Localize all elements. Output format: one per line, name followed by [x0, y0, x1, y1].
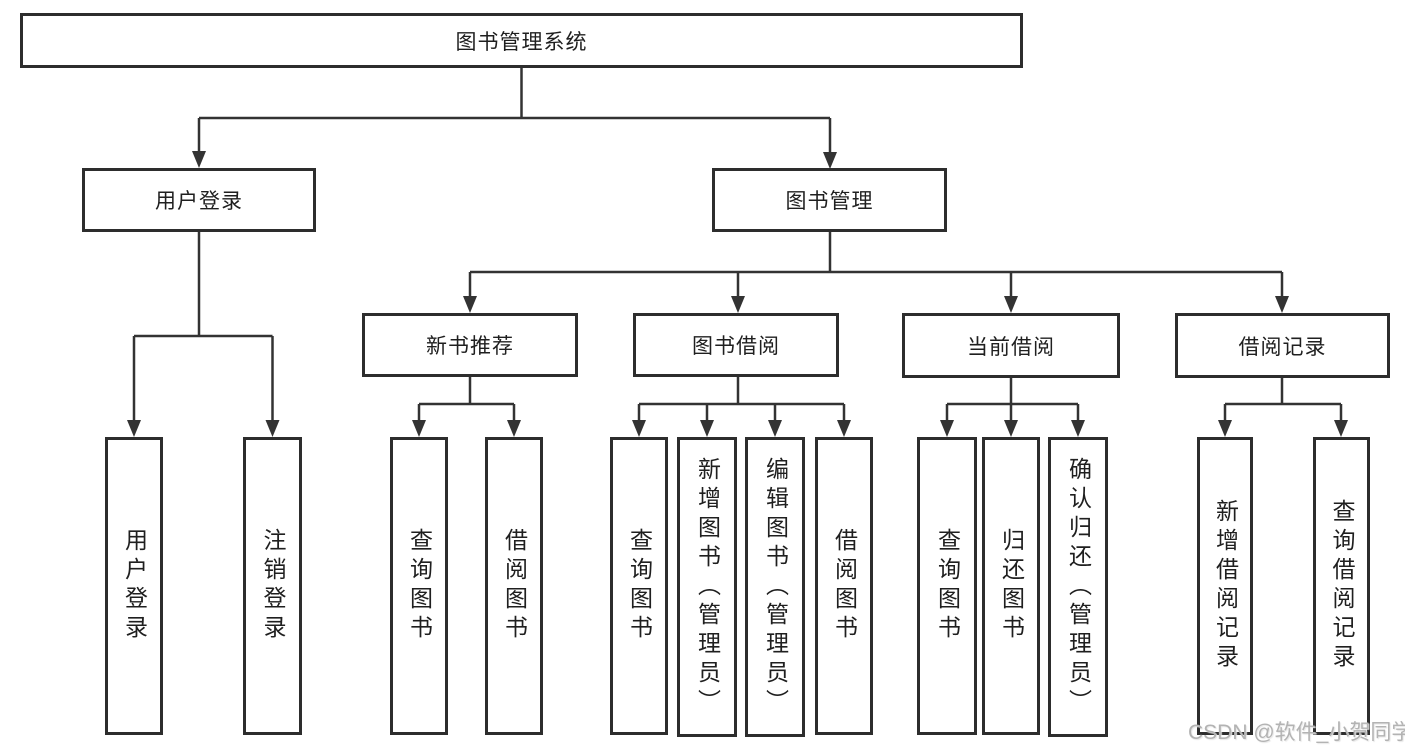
node-user-login-label: 用户登录: [155, 190, 243, 213]
leaf-add-borrow-record-label: 新增借阅记录: [1212, 499, 1239, 673]
leaf-query-books-current: 查询图书: [917, 437, 977, 735]
arrowhead: [768, 420, 782, 437]
node-book-management: 图书管理: [712, 168, 947, 232]
leaf-return-books-label: 归还图书: [998, 528, 1025, 644]
arrowhead: [1004, 420, 1018, 437]
arrowhead: [192, 151, 206, 168]
leaf-confirm-return-admin: 确认归还（管理员）: [1048, 437, 1108, 737]
leaf-user-login-label: 用户登录: [121, 528, 148, 644]
arrowhead: [940, 420, 954, 437]
node-new-book-recommend: 新书推荐: [362, 313, 578, 377]
leaf-query-books-recommend: 查询图书: [390, 437, 448, 735]
leaf-borrow-books-label: 借阅图书: [831, 528, 858, 644]
arrowhead: [1218, 420, 1232, 437]
arrowhead: [507, 420, 521, 437]
leaf-query-borrow-record: 查询借阅记录: [1313, 437, 1370, 735]
arrowhead: [412, 420, 426, 437]
arrowhead: [632, 420, 646, 437]
arrowhead: [1275, 296, 1289, 313]
arrowhead: [731, 296, 745, 313]
leaf-confirm-return-admin-label: 确认归还（管理员）: [1065, 456, 1092, 718]
arrowhead: [823, 152, 837, 169]
arrowhead: [265, 420, 280, 437]
arrowhead: [837, 420, 851, 437]
leaf-return-books: 归还图书: [982, 437, 1040, 735]
leaf-add-book-admin-label: 新增图书（管理员）: [694, 456, 721, 718]
node-user-login: 用户登录: [82, 168, 316, 232]
leaf-borrow-books-recommend: 借阅图书: [485, 437, 543, 735]
node-book-borrow: 图书借阅: [633, 313, 839, 377]
leaf-borrow-books: 借阅图书: [815, 437, 873, 735]
node-book-borrow-label: 图书借阅: [692, 335, 780, 358]
node-current-borrow: 当前借阅: [902, 313, 1120, 378]
arrowhead: [463, 296, 477, 313]
arrowhead: [700, 420, 714, 437]
leaf-user-login: 用户登录: [105, 437, 163, 735]
node-root: 图书管理系统: [20, 13, 1023, 68]
node-current-borrow-label: 当前借阅: [967, 335, 1055, 359]
leaf-edit-book-admin: 编辑图书（管理员）: [745, 437, 805, 737]
node-borrow-records-label: 借阅记录: [1238, 335, 1327, 359]
leaf-add-borrow-record: 新增借阅记录: [1197, 437, 1253, 735]
leaf-logout-label: 注销登录: [260, 528, 286, 644]
leaf-add-book-admin: 新增图书（管理员）: [677, 437, 737, 737]
node-root-label: 图书管理系统: [455, 30, 588, 54]
node-new-book-recommend-label: 新书推荐: [426, 335, 514, 358]
arrowhead: [1334, 420, 1348, 437]
node-book-management-label: 图书管理: [785, 190, 874, 213]
leaf-query-books-borrow-label: 查询图书: [626, 528, 653, 644]
node-borrow-records: 借阅记录: [1175, 313, 1390, 378]
leaf-query-books-recommend-label: 查询图书: [406, 528, 433, 644]
leaf-borrow-books-recommend-label: 借阅图书: [501, 528, 528, 644]
arrowhead: [1071, 420, 1085, 437]
leaf-query-books-current-label: 查询图书: [934, 528, 961, 644]
leaf-edit-book-admin-label: 编辑图书（管理员）: [762, 456, 789, 718]
leaf-query-borrow-record-label: 查询借阅记录: [1329, 499, 1355, 673]
leaf-logout: 注销登录: [243, 437, 302, 735]
arrowhead: [1004, 296, 1018, 313]
arrowhead: [127, 420, 141, 437]
leaf-query-books-borrow: 查询图书: [610, 437, 668, 735]
csdn-watermark: CSDN @软件_小贺同学: [1188, 721, 1405, 744]
